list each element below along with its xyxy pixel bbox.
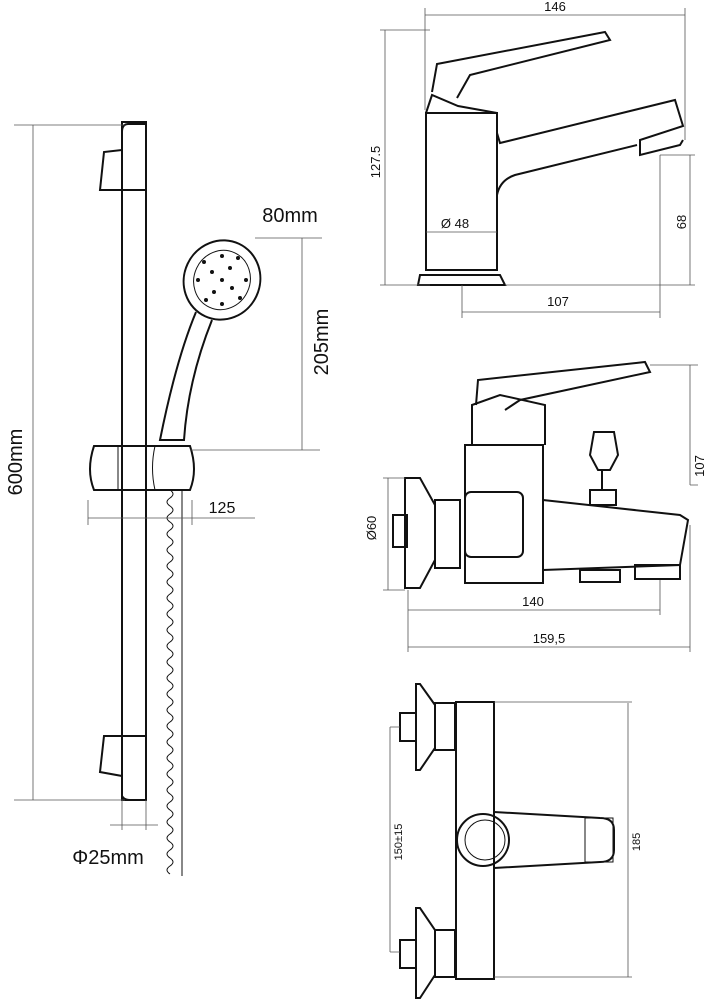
body-diameter-label: Ø 48: [441, 216, 469, 231]
bath-mixer-top-dimensions: 150±15 185: [389, 701, 643, 978]
cartridge-cap: [425, 93, 498, 114]
aerator: [634, 564, 681, 580]
bath-mixer-body: [464, 444, 544, 584]
spray-nozzles: [196, 254, 248, 306]
shower-head: [182, 239, 262, 321]
diverter-knob: [588, 431, 620, 471]
holder-detail: [117, 445, 156, 491]
lever-hub-inner: [464, 819, 506, 861]
hex-nut: [434, 499, 461, 569]
head-diameter-label: 80mm: [262, 205, 318, 227]
shower-head-face: [193, 249, 251, 311]
head-height-label: 205mm: [311, 309, 333, 376]
mixer-base: [416, 274, 507, 286]
side-height-label: 107: [692, 455, 707, 477]
hose-outlet-thread: [579, 569, 621, 583]
width-label: 146: [544, 0, 566, 14]
shower-rail: [121, 121, 147, 801]
bath-spout: [542, 499, 690, 571]
upper-nut: [434, 702, 456, 751]
shower-rail-set: [89, 121, 262, 876]
top-lever: [493, 811, 615, 869]
wall-flange: [404, 477, 436, 589]
spout-lower: [496, 144, 638, 196]
bath-mixer-top: [399, 683, 615, 999]
slide-holder: [89, 445, 195, 491]
inlet-connector: [392, 514, 408, 548]
spout-upper: [496, 98, 685, 157]
lower-nut: [434, 929, 456, 978]
spout-reach-label: 107: [547, 294, 569, 309]
lower-flange: [415, 907, 436, 999]
shower-handle: [158, 311, 213, 441]
bath-mixer-side-dimensions: 107 Ø60 140 159,5: [364, 364, 707, 652]
diverter-stem: [589, 470, 617, 506]
upper-flange: [415, 683, 436, 771]
body-connector: [464, 491, 524, 558]
height-label: 127.5: [368, 146, 383, 179]
rail-length-label: 600mm: [5, 429, 27, 496]
upper-inlet: [399, 712, 417, 742]
lever-handle: [431, 30, 612, 99]
shower-hose: [166, 489, 174, 875]
spout-height-label: 68: [674, 215, 689, 229]
lower-inlet: [399, 939, 417, 969]
top-bracket: [98, 123, 146, 191]
holder-projection-label: 125: [209, 500, 236, 517]
mixer-body: [425, 112, 498, 271]
bottom-bracket: [98, 735, 146, 801]
basin-mixer: [416, 30, 685, 286]
cartridge-housing: [471, 393, 546, 445]
bath-lever-handle: [475, 360, 652, 411]
bath-mixer-side: [392, 360, 690, 589]
basin-mixer-dimensions: 146 127.5 Ø 48 68 107: [368, 0, 695, 318]
inlet-spacing-label: 150±15: [393, 824, 405, 861]
lever-hub: [456, 813, 510, 867]
lever-tip: [584, 817, 614, 863]
body-length-label: 185: [631, 833, 643, 851]
spout-length-label: 140: [522, 594, 544, 609]
flange-diameter-label: Ø60: [364, 516, 379, 541]
rail-diameter-label: Φ25mm: [72, 847, 144, 869]
total-length-label: 159,5: [533, 631, 566, 646]
shower-dimensions: 600mm 205mm 80mm 125 Φ25mm: [5, 124, 333, 869]
top-body: [455, 701, 495, 980]
